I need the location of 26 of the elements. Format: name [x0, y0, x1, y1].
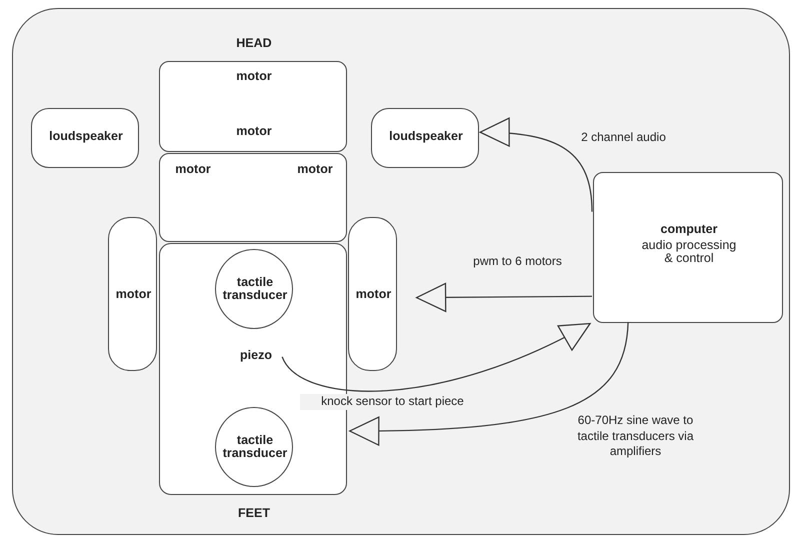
node-title: FEET: [237, 507, 271, 520]
node-title: motor: [174, 163, 212, 176]
node-text: motor: [296, 163, 334, 176]
arrow: [416, 282, 592, 312]
rounded-box: [31, 108, 139, 168]
rounded-box: [593, 172, 783, 323]
node-title: tactile transducer: [222, 276, 288, 302]
node-text: audio processing & control: [640, 239, 738, 266]
node-title: loudspeaker: [48, 130, 124, 144]
rounded-box: [371, 108, 479, 168]
rounded-box: [348, 217, 397, 371]
node-title: motor: [114, 288, 152, 302]
region-label: HEAD: [235, 37, 273, 50]
arrow: [282, 322, 591, 392]
node-title: computer: [660, 223, 718, 236]
rounded-box: [159, 153, 347, 242]
node-text: motor: [235, 70, 273, 84]
component-label: piezo: [239, 349, 273, 362]
rounded-box: [108, 217, 157, 371]
panel-background: [12, 8, 790, 535]
node-title: motor: [354, 288, 392, 302]
node-text: motor: [235, 125, 273, 138]
arrow: [349, 322, 629, 446]
node-title: loudspeaker: [388, 130, 464, 144]
arrow: [480, 118, 593, 212]
node-title: tactile transducer: [222, 434, 288, 460]
